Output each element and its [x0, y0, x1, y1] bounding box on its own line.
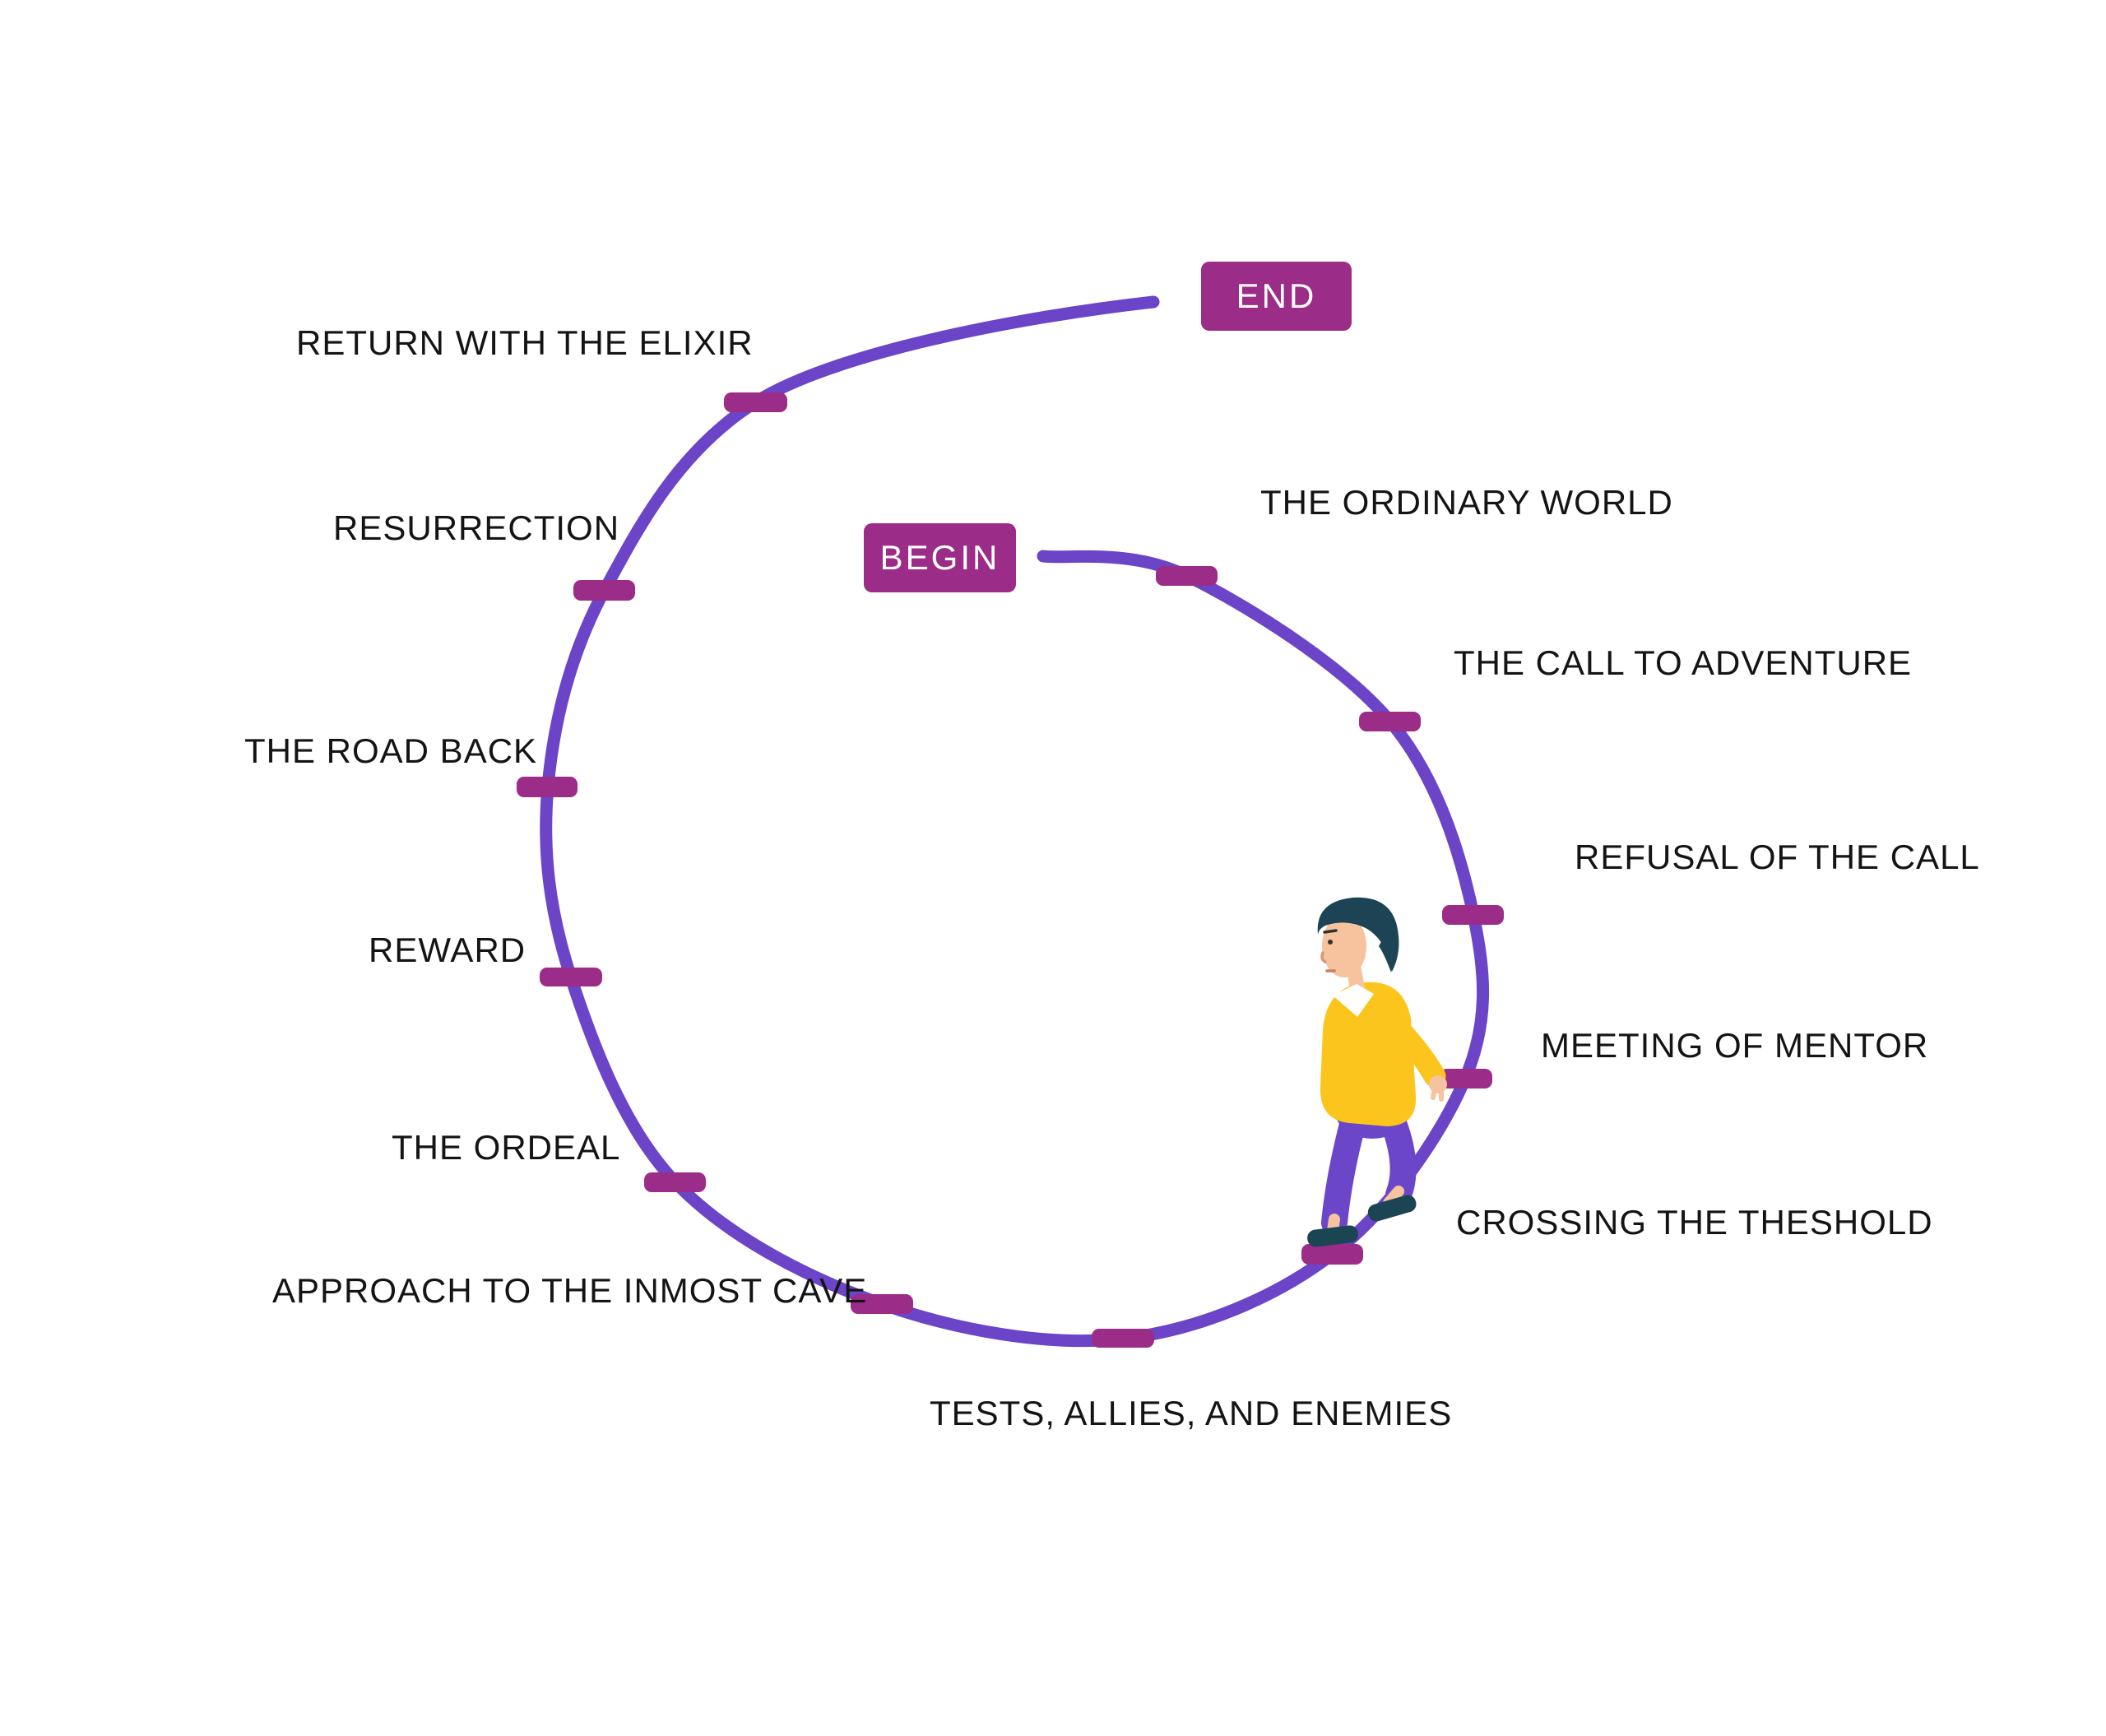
walking-person-illustration [1307, 897, 1447, 1247]
stage-markers [517, 392, 1504, 1348]
end-button[interactable]: END [1201, 262, 1352, 331]
marker-tests-allies-enemies [1092, 1329, 1154, 1348]
marker-ordinary-world [1156, 566, 1218, 586]
stage-label-ordinary-world: THE ORDINARY WORLD [1260, 483, 1673, 522]
stage-label-approach-inmost-cave: APPROACH TO THE INMOST CAVE [272, 1271, 868, 1310]
marker-crossing-the-theshold [1301, 1244, 1363, 1265]
person-back-shoe [1367, 1195, 1417, 1222]
marker-reward [540, 968, 602, 986]
stage-label-resurrection: RESURRECTION [333, 508, 620, 547]
begin-button[interactable]: BEGIN [864, 523, 1016, 592]
stage-label-the-road-back: THE ROAD BACK [244, 731, 538, 770]
stage-label-reward: REWARD [369, 931, 526, 969]
marker-the-road-back [517, 777, 578, 797]
stage-label-meeting-of-mentor: MEETING OF MENTOR [1541, 1026, 1929, 1065]
person-front-shoe [1307, 1225, 1358, 1247]
stage-label-call-to-adventure: THE CALL TO ADVENTURE [1454, 643, 1913, 682]
marker-approach-inmost-cave [851, 1294, 913, 1314]
stage-label-the-ordeal: THE ORDEAL [392, 1128, 621, 1167]
marker-refusal-of-the-call [1442, 905, 1504, 925]
journey-spiral-curve [540, 295, 1490, 1348]
marker-meeting-of-mentor [1440, 1069, 1492, 1088]
stage-label-return-with-elixir: RETURN WITH THE ELIXIR [296, 323, 754, 362]
marker-the-ordeal [644, 1172, 706, 1192]
marker-resurrection [573, 580, 635, 601]
person-hair [1317, 897, 1399, 972]
marker-call-to-adventure [1359, 712, 1421, 731]
stage-label-tests-allies-enemies: TESTS, ALLIES, AND ENEMIES [930, 1394, 1453, 1432]
stage-label-refusal-of-the-call: REFUSAL OF THE CALL [1575, 838, 1980, 876]
marker-return-with-elixir [724, 392, 787, 412]
stage-label-crossing-theshold: CROSSING THE THESHOLD [1456, 1203, 1933, 1242]
